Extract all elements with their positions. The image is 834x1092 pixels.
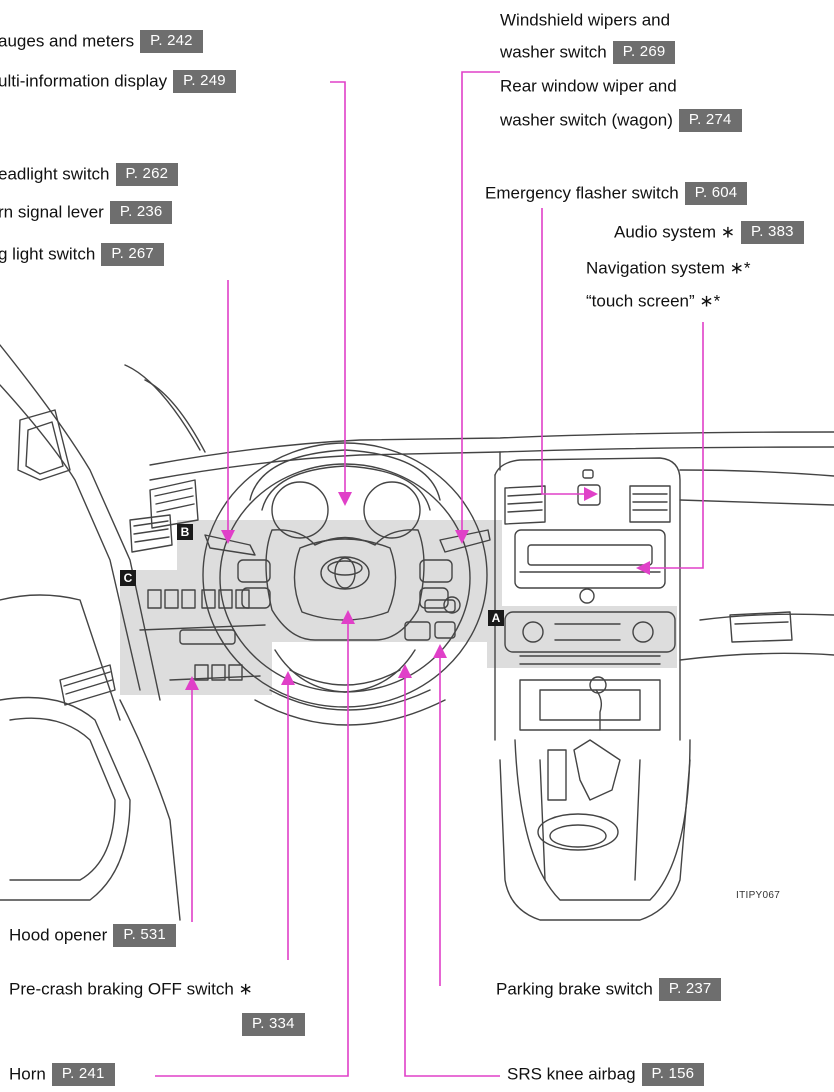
page-ref[interactable]: P. 604	[685, 182, 748, 205]
page-ref[interactable]: P. 383	[741, 221, 804, 244]
label-text: g light switch	[0, 245, 95, 264]
label-text: ulti-information display	[0, 72, 167, 91]
label-text: Hood opener	[9, 926, 107, 945]
label-windshield-wipers-line2: washer switch P. 269	[500, 41, 675, 64]
label-horn: Horn P. 241	[9, 1063, 115, 1086]
page-ref[interactable]: P. 237	[659, 978, 722, 1001]
label-text: auges and meters	[0, 32, 134, 51]
page-ref[interactable]: P. 249	[173, 70, 236, 93]
label-multi-information-display: ulti-information display P. 249	[0, 70, 236, 93]
page-ref[interactable]: P. 274	[679, 109, 742, 132]
label-navigation-system: Navigation system ∗*	[586, 257, 750, 280]
label-text: washer switch (wagon)	[500, 111, 673, 130]
label-text: Rear window wiper and	[500, 77, 677, 96]
label-pre-crash-page: P. 334	[242, 1013, 305, 1036]
label-text: Navigation system ∗*	[586, 259, 750, 278]
label-hood-opener: Hood opener P. 531	[9, 924, 176, 947]
label-text: SRS knee airbag	[507, 1065, 636, 1084]
label-turn-signal-lever: rn signal lever P. 236	[0, 201, 172, 224]
label-text: washer switch	[500, 43, 607, 62]
label-text: “touch screen” ∗*	[586, 292, 720, 311]
page-ref[interactable]: P. 242	[140, 30, 203, 53]
label-text: Emergency flasher switch	[485, 184, 679, 203]
label-rear-wiper-line1: Rear window wiper and	[500, 75, 677, 98]
figure-code: ITIPY067	[736, 890, 780, 901]
label-text: rn signal lever	[0, 203, 104, 222]
label-srs-knee-airbag: SRS knee airbag P. 156	[507, 1063, 704, 1086]
label-touch-screen: “touch screen” ∗*	[586, 290, 720, 313]
label-headlight-switch: eadlight switch P. 262	[0, 163, 178, 186]
label-text: Audio system ∗	[614, 223, 735, 242]
label-pre-crash-braking-off-switch: Pre-crash braking OFF switch ∗	[9, 978, 253, 1001]
label-gauges-and-meters: auges and meters P. 242	[0, 30, 203, 53]
label-fog-light-switch: g light switch P. 267	[0, 243, 164, 266]
page-ref[interactable]: P. 267	[101, 243, 164, 266]
label-text: Horn	[9, 1065, 46, 1084]
label-text: Parking brake switch	[496, 980, 653, 999]
page-ref[interactable]: P. 531	[113, 924, 176, 947]
page-ref[interactable]: P. 262	[116, 163, 179, 186]
page-ref[interactable]: P. 334	[242, 1013, 305, 1036]
label-text: Pre-crash braking OFF switch ∗	[9, 980, 253, 999]
label-text: Windshield wipers and	[500, 11, 670, 30]
highlight-panel-a	[487, 606, 677, 668]
page-ref[interactable]: P. 156	[642, 1063, 705, 1086]
label-parking-brake-switch: Parking brake switch P. 237	[496, 978, 721, 1001]
page-ref[interactable]: P. 236	[110, 201, 173, 224]
marker-c: C	[120, 570, 136, 586]
page-ref[interactable]: P. 241	[52, 1063, 115, 1086]
marker-a: A	[488, 610, 504, 626]
label-windshield-wipers-line1: Windshield wipers and	[500, 9, 670, 32]
label-audio-system: Audio system ∗ P. 383	[614, 221, 804, 244]
page-ref[interactable]: P. 269	[613, 41, 676, 64]
label-rear-wiper-line2: washer switch (wagon) P. 274	[500, 109, 742, 132]
label-text: eadlight switch	[0, 165, 110, 184]
label-emergency-flasher-switch: Emergency flasher switch P. 604	[485, 182, 747, 205]
marker-b: B	[177, 524, 193, 540]
